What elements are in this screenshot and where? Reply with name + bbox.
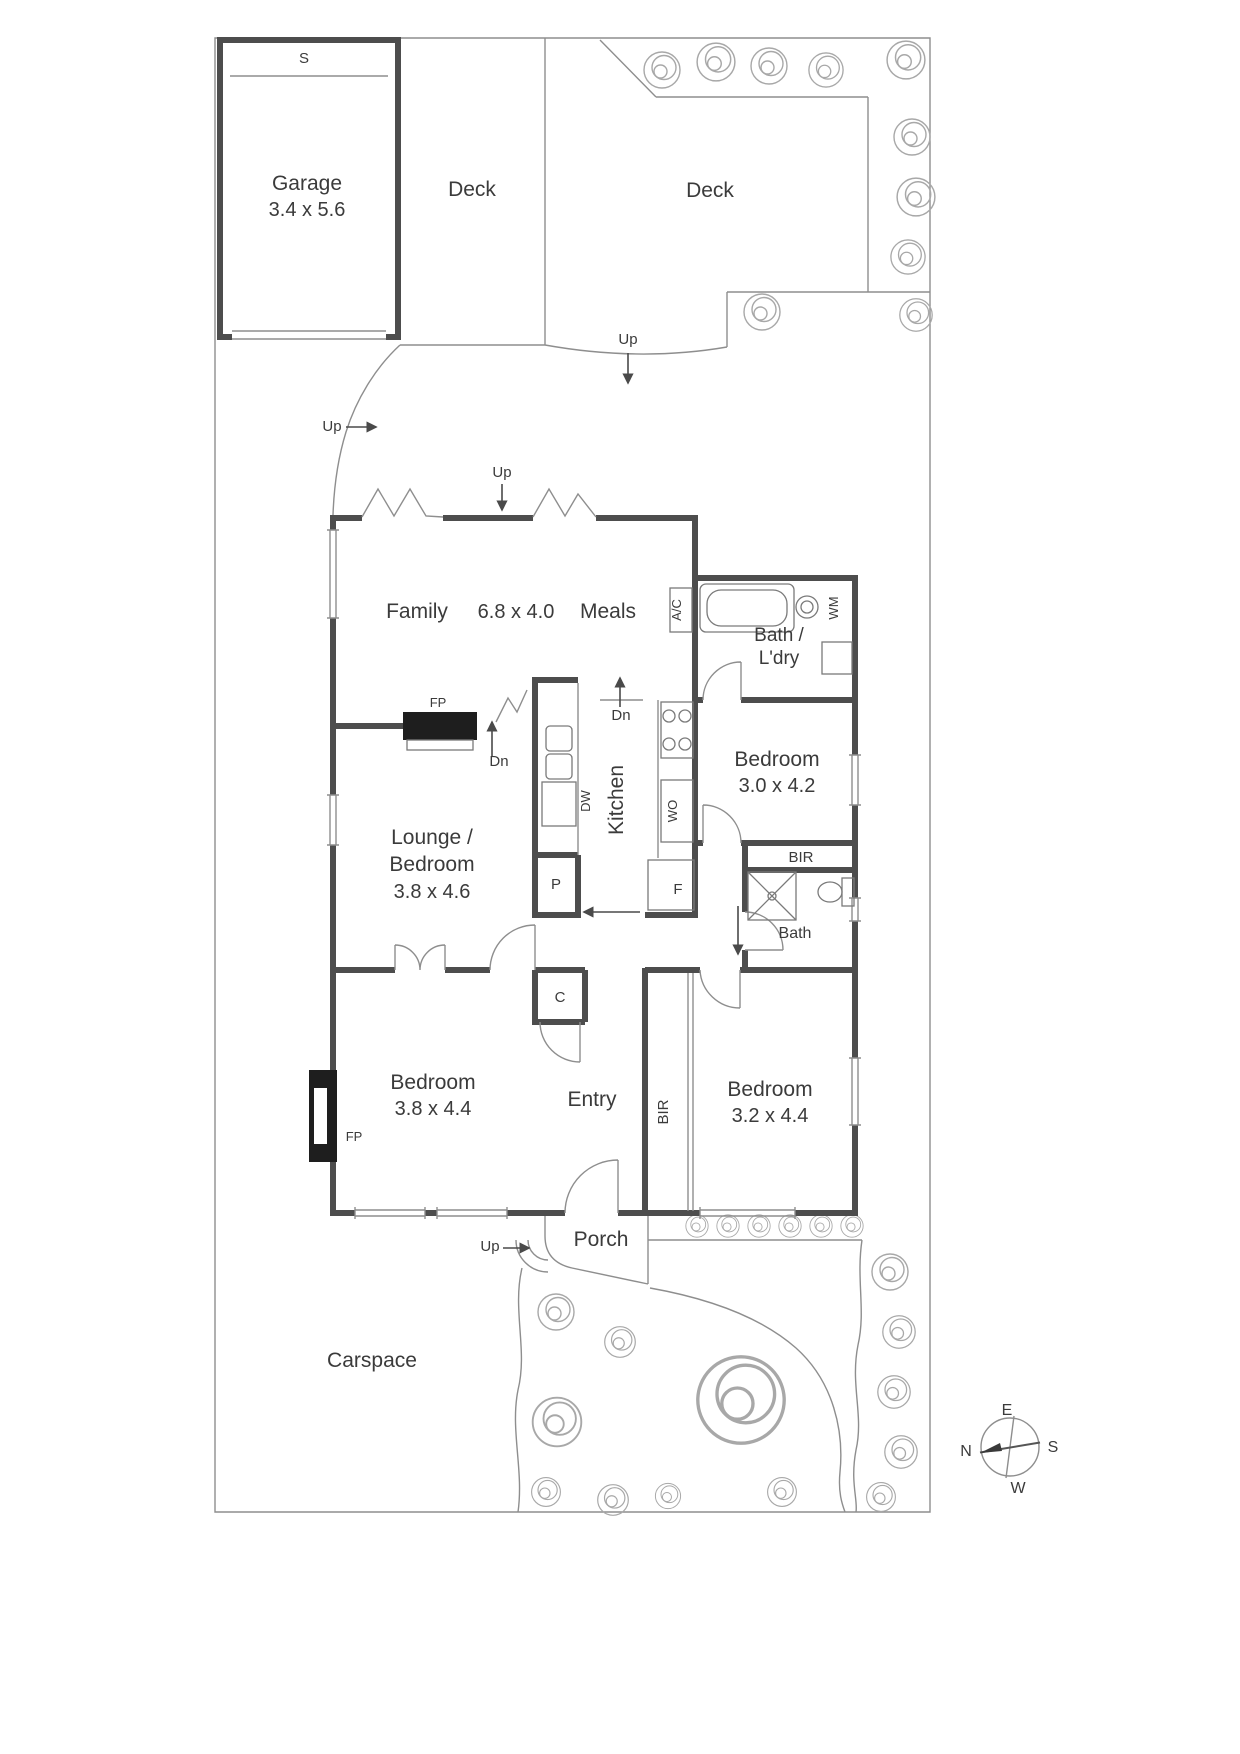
garden-bed-edges	[514, 1239, 863, 1513]
fireplace-bedroom-block	[309, 1070, 337, 1162]
washing-machine-label: WM	[826, 596, 841, 619]
toilet	[817, 877, 855, 907]
air-conditioner-label: A/C	[669, 599, 684, 621]
deck-right-label: Deck	[686, 179, 734, 202]
fireplace-lounge-block	[403, 712, 477, 751]
up-family-label: Up	[492, 464, 511, 481]
up-side-label: Up	[322, 418, 341, 435]
deck-outlines	[332, 38, 930, 516]
lounge-label-line2: Bedroom	[389, 853, 474, 876]
down-lounge-label: Dn	[489, 753, 508, 770]
compass-south-label: S	[1048, 1439, 1059, 1456]
bedroom-front-left-label: Bedroom	[390, 1071, 475, 1094]
fireplace-bedroom-label: FP	[346, 1129, 363, 1144]
robe-sliding-doors	[687, 973, 694, 1211]
fridge-space	[647, 859, 695, 911]
bedroom-rear-dims: 3.0 x 4.2	[739, 775, 816, 797]
garage-walls	[217, 37, 401, 340]
compass: E S W N	[960, 1402, 1058, 1497]
meals-label: Meals	[580, 600, 636, 623]
house-walls	[330, 515, 858, 1216]
air-conditioner-unit	[669, 587, 693, 633]
family-label: Family	[386, 600, 448, 623]
shower	[747, 871, 797, 921]
robe-front-label: BIR	[655, 1099, 672, 1124]
flow-arrows	[346, 353, 744, 1254]
garage-dims: 3.4 x 5.6	[269, 199, 346, 221]
bedroom-rear-label: Bedroom	[734, 748, 819, 771]
dishwasher-label: DW	[578, 789, 593, 811]
cooktop	[660, 701, 694, 759]
up-porch-label: Up	[480, 1238, 499, 1255]
wall-oven-label: WO	[665, 800, 680, 822]
basin	[795, 595, 819, 619]
bathtub	[699, 583, 795, 633]
garage-label: Garage	[272, 172, 342, 195]
wall-oven-unit	[660, 779, 694, 843]
kitchen-label: Kitchen	[605, 765, 628, 835]
compass-north-label: N	[960, 1443, 972, 1460]
garage-storage-label: S	[299, 50, 309, 67]
robe-rear-label: BIR	[788, 849, 813, 866]
bath-laundry-label-line2: L'dry	[759, 648, 800, 669]
compass-east-label: E	[1002, 1402, 1013, 1419]
up-deck-label: Up	[618, 331, 637, 348]
bedroom-front-right-label: Bedroom	[727, 1078, 812, 1101]
property-boundary	[214, 37, 931, 1513]
cupboard-label: C	[555, 989, 566, 1006]
compass-west-label: W	[1010, 1480, 1026, 1497]
wall-breaks	[361, 487, 643, 723]
bedroom-front-right-dims: 3.2 x 4.4	[732, 1105, 809, 1127]
washing-machine	[821, 641, 853, 675]
fireplace-lounge-label: FP	[430, 695, 447, 710]
carspace-label: Carspace	[327, 1349, 417, 1372]
porch-label: Porch	[574, 1228, 629, 1251]
kitchen-bench	[541, 683, 659, 858]
doors	[394, 661, 784, 1214]
bath-laundry-label-line1: Bath /	[754, 625, 804, 646]
family-dims: 6.8 x 4.0	[478, 601, 555, 623]
deck-left-label: Deck	[448, 178, 496, 201]
bedroom-front-left-dims: 3.8 x 4.4	[395, 1098, 472, 1120]
bath-label: Bath	[779, 925, 812, 942]
down-kitchen-label: Dn	[611, 707, 630, 724]
lounge-dims: 3.8 x 4.6	[394, 881, 471, 903]
lounge-label-line1: Lounge /	[391, 826, 473, 849]
pantry-label: P	[551, 876, 561, 893]
entry-label: Entry	[567, 1088, 617, 1111]
windows	[327, 529, 861, 1219]
fridge-label: F	[673, 881, 682, 898]
trees	[531, 40, 936, 1516]
